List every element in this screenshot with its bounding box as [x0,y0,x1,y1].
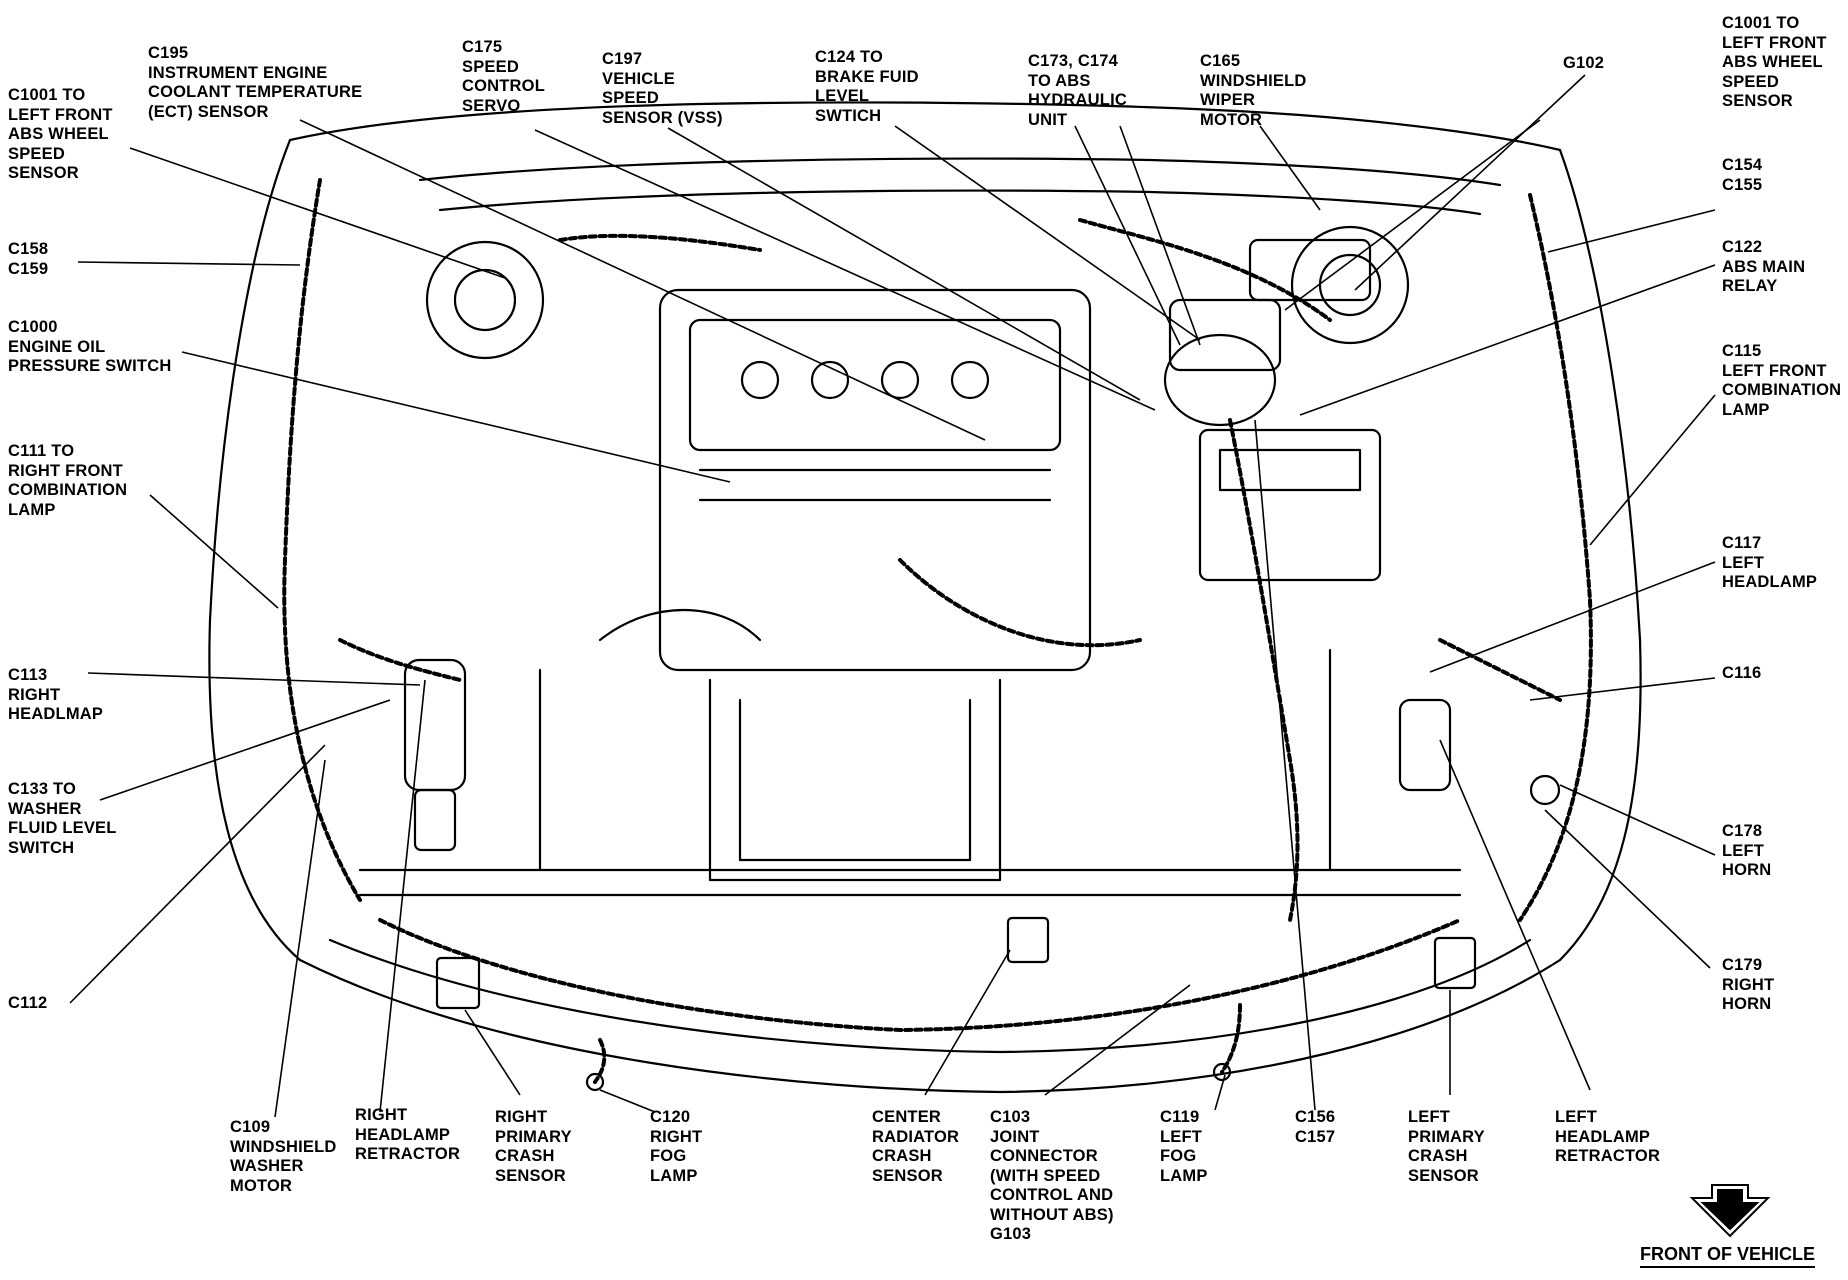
engine-block [658,288,1092,672]
leader-g102 [1354,74,1586,291]
label-left-headlamp-retractor: LEFT HEADLAMP RETRACTOR [1555,1108,1661,1165]
label-c178: C178 LEFT HORN [1722,822,1772,879]
left-headlamp [1398,698,1452,792]
label-c1002: C1001 TO LEFT FRONT ABS WHEEL SPEED SENS… [8,86,113,182]
leader-c103 [1044,984,1191,1096]
leader-ccs [924,949,1011,1096]
label-right-headlamp-retractor: RIGHT HEADLAMP RETRACTOR [355,1106,461,1163]
leader-c165 [1259,125,1321,211]
label-c124: C124 TO BRAKE FUID LEVEL SWTICH [815,48,919,125]
label-c122: C122 ABS MAIN RELAY [1722,238,1806,295]
leader-c115 [1589,394,1716,546]
front-bumper [298,958,1562,1094]
leader-c156 [1254,419,1316,1111]
leader-c173b [1119,125,1201,346]
left-primary-crash-sensor-box [1433,936,1477,990]
label-c113: C113 RIGHT HEADLMAP [8,666,104,723]
label-c165: C165 WINDSHIELD WIPER MOTOR [1200,52,1307,129]
label-c1000: C1000 ENGINE OIL PRESSURE SWITCH [8,318,172,375]
leader-c158 [77,261,301,266]
leader-rhr [379,679,426,1113]
leader-c113 [87,672,421,686]
left-fender [208,138,302,962]
leader-c195 [299,119,986,441]
label-left-primary-crash-sensor: LEFT PRIMARY CRASH SENSOR [1408,1108,1485,1185]
leader-c119 [1214,1074,1226,1111]
battery [1198,428,1382,582]
leader-c122 [1299,264,1716,416]
label-c109: C109 WINDSHIELD WASHER MOTOR [230,1118,337,1195]
label-c195: C195 INSTRUMENT ENGINE COOLANT TEMPERATU… [148,44,363,121]
body-outline [288,101,1562,152]
label-c158-c159: C158 C159 [8,240,49,278]
front-arrow-icon [1689,1184,1771,1238]
leader-rpcs [464,1009,521,1096]
right-fender [1558,148,1642,962]
label-c103-g103: C103 JOINT CONNECTOR (WITH SPEED CONTROL… [990,1108,1114,1243]
leader-c116 [1529,677,1716,701]
label-right-primary-crash-sensor: RIGHT PRIMARY CRASH SENSOR [495,1108,572,1185]
label-c111: C111 TO RIGHT FRONT COMBINATION LAMP [8,442,128,519]
leader-c120 [599,1089,656,1113]
leader-c179 [1544,809,1711,969]
leader-c178 [1559,784,1716,856]
label-c175: C175 SPEED CONTROL SERVO [462,38,545,115]
leader-c173a [1074,125,1181,346]
center-crash-sensor-box [1006,916,1050,964]
label-c197: C197 VEHICLE SPEED SENSOR (VSS) [602,50,723,127]
right-primary-crash-sensor-box [435,956,481,1010]
right-strut-tower [425,240,545,360]
label-c173-c174: C173, C174 TO ABS HYDRAULIC UNIT [1028,52,1127,129]
label-c133: C133 TO WASHER FLUID LEVEL SWITCH [8,780,117,857]
label-c116: C116 [1722,664,1762,682]
abs-hydraulic-unit [1163,333,1277,427]
label-c1001: C1001 TO LEFT FRONT ABS WHEEL SPEED SENS… [1722,14,1827,110]
label-c120: C120 RIGHT FOG LAMP [650,1108,703,1185]
leader-c112 [69,744,326,1004]
leader-c154 [1547,209,1716,253]
leader-c175 [534,129,1156,411]
label-g102: G102 [1563,54,1605,72]
label-c156-c157: C156 C157 [1295,1108,1336,1146]
leader-c1000 [181,351,731,483]
leader-c124 [894,125,1201,341]
label-c117: C117 LEFT HEADLAMP [1722,534,1818,591]
label-center-radiator-crash-sensor: CENTER RADIATOR CRASH SENSOR [872,1108,960,1185]
label-c154-c155: C154 C155 [1722,156,1763,194]
label-c119: C119 LEFT FOG LAMP [1160,1108,1208,1185]
label-c179: C179 RIGHT HORN [1722,956,1775,1013]
air-intake [708,678,1002,882]
leader-c1002 [129,147,506,279]
leader-c1001 [1284,119,1541,311]
front-of-vehicle-label: FRONT OF VEHICLE [1640,1244,1815,1268]
left-strut-tower [1290,225,1410,345]
leader-lhr [1439,739,1591,1091]
label-c115: C115 LEFT FRONT COMBINATION LAMP [1722,342,1842,419]
leader-c111 [149,494,279,609]
leader-c133 [99,699,391,801]
leader-c197 [667,127,1141,401]
leader-c117 [1429,561,1716,673]
leader-c109 [274,759,326,1118]
label-c112: C112 [8,994,48,1012]
